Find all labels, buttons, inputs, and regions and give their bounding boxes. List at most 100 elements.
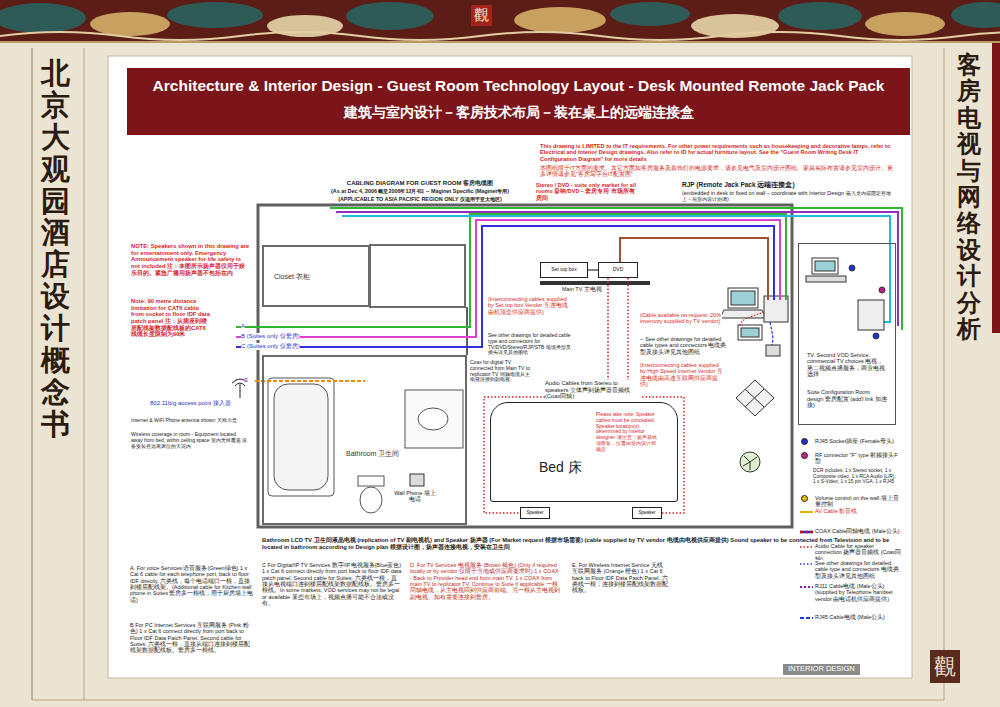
legend-line-sample <box>800 563 813 565</box>
ornament-band <box>514 7 606 33</box>
legend-text: RJ45 Socket插座 (Female母头) <box>815 438 902 444</box>
suite-note: Suite Configuration Room design 套房配置 (ad… <box>807 389 887 408</box>
legend-line-sample <box>800 528 813 536</box>
legend-line-sample <box>800 508 813 516</box>
suite-panel: TV. Second VOD Service, commercial TV ch… <box>798 243 896 425</box>
legend-swatch <box>801 495 808 502</box>
bathroom-fixtures <box>268 378 334 496</box>
cable-tag: A <box>241 323 245 330</box>
bed-label: Bed 床 <box>539 459 677 475</box>
floor-plan <box>258 205 792 527</box>
speaker-note: NOTE: Speakers shown in this drawing are… <box>131 243 251 276</box>
legend-item: RJ11 Cable电缆 (Male公头) (supplied by Telep… <box>800 583 902 602</box>
legend-text: Volume control on the wall 墙上音量控制 <box>815 495 902 508</box>
tv-wall <box>540 281 650 285</box>
desk-equipment <box>728 288 758 308</box>
bathroom-fixtures <box>405 390 463 448</box>
legend-line-sample <box>800 531 813 534</box>
dcr-note: DCR includes: 1 x Stereo socket, 1 x Com… <box>813 468 899 485</box>
book-title-vertical: 北京大观园酒店设计概念书 <box>41 58 70 441</box>
desk-equipment <box>720 288 788 472</box>
legend-line-sample <box>800 511 813 513</box>
legend-text: RJ45 Cable电缆 (Male公头) <box>815 614 902 620</box>
legend-item: Volume control on the wall 墙上音量控制 <box>800 495 902 508</box>
scope-note: 本图纸限于IT方面的要求。其它方面如客房服务及装饰灯的电源要求，请参见电气及室内… <box>540 165 895 178</box>
callout-note: (Interconnecting cables supplied by Set … <box>488 296 568 315</box>
service-note: D. For TV Services 电视服务 (Brown 褐色) (Only… <box>410 562 562 600</box>
cable-runs <box>620 238 768 300</box>
cable-runs <box>236 214 786 327</box>
side-bar <box>992 43 1000 333</box>
service-note: C For Digital/IP TV Services 数字/IP电视服务(B… <box>262 562 402 606</box>
callout-note: Audio Cables from Stereo to speakers 立体声… <box>545 380 640 400</box>
ornament-band <box>0 0 1000 42</box>
ornament-band <box>346 2 434 30</box>
cable-tag: B (Suites only 仅套房) <box>241 333 300 340</box>
bathroom-fixtures <box>268 378 463 513</box>
section-title-vertical: 客房电视与网络设计分析 <box>957 52 981 342</box>
legend-line-sample <box>800 560 813 568</box>
callout-note: (Cable available on request: 20% invento… <box>640 312 722 325</box>
legend-text: AV Cable 影音线 <box>815 508 902 514</box>
speaker-box: Speaker <box>632 507 662 519</box>
legend-line-sample <box>800 617 813 619</box>
legend-text: COAX Cable同轴电缆 (Male公头) <box>815 528 902 534</box>
device-label: Set top box <box>551 267 576 273</box>
antenna-icon <box>240 384 241 398</box>
legend-swatch <box>801 452 808 459</box>
ornament-band <box>865 12 945 36</box>
device-label: Speaker <box>526 510 543 515</box>
legend-item: RJ45 Cable电缆 (Male公头) <box>800 614 902 620</box>
desk-equipment <box>766 345 780 356</box>
ornament-band <box>778 2 862 30</box>
cable-runs <box>330 208 902 330</box>
desk-equipment <box>745 389 764 407</box>
legend-line-sample <box>800 614 813 622</box>
legend-line-sample <box>800 531 813 534</box>
desk-equipment <box>741 328 759 337</box>
closet-room: Closet 衣柜 <box>262 245 370 307</box>
suite-equipment <box>879 287 885 293</box>
ornament-band <box>0 41 1000 43</box>
legend-swatch <box>801 438 808 445</box>
dvd-player: DVD <box>598 262 638 278</box>
suite-equipment <box>806 258 885 339</box>
set-top-box: Set top box <box>540 262 588 278</box>
desk-equipment <box>745 389 764 407</box>
phone-label: Wall Phone 墙上电话 <box>393 490 437 503</box>
callout-note: (Interconnecting cables supplied by High… <box>640 362 724 387</box>
suite-equipment <box>858 300 884 330</box>
ornament-band <box>0 3 86 33</box>
page-frame <box>944 48 945 700</box>
ornament-band <box>90 12 170 36</box>
page-frame <box>32 48 944 700</box>
cable-tag: E <box>244 377 248 384</box>
legend-item: COAX Cable同轴电缆 (Male公头) <box>800 528 902 534</box>
legend-line-sample <box>800 586 813 588</box>
desk-equipment <box>743 456 757 470</box>
legend-item: RJ45 Socket插座 (Female母头) <box>800 438 902 444</box>
watermark: INTERIOR DESIGN <box>783 664 860 675</box>
antenna-note: Internet & WiFi Phone antenna shown 天线示意 <box>131 418 243 424</box>
callout-note: Coax for digital TV connected from Main … <box>470 360 532 383</box>
desk-equipment <box>736 380 774 416</box>
callout-note: See other drawings for detailed cable ty… <box>488 333 574 356</box>
legend-item: See other drawings for detailed cable ty… <box>800 560 902 579</box>
ornament-band <box>167 2 263 28</box>
stereo-note: Stereo / DVD - suite only market for all… <box>536 182 636 201</box>
bathroom-fixtures <box>418 408 448 430</box>
bathroom-fixtures <box>274 384 328 490</box>
bathroom-fixtures <box>410 474 424 486</box>
cable-runs <box>336 212 898 326</box>
sheet-panel <box>108 56 912 678</box>
bathroom-fixtures <box>360 487 382 513</box>
access-point-label: 802.11b/g access point 接入器 <box>150 400 246 407</box>
cable-connector <box>588 269 598 270</box>
bathroom-fixtures <box>358 476 384 486</box>
page-frame <box>84 48 85 700</box>
floor-plan <box>370 245 465 307</box>
ornament-band <box>0 32 1000 40</box>
rjp-note: (embedded in desk or fixed on wall – coo… <box>682 190 894 202</box>
ornament-band <box>610 2 690 26</box>
